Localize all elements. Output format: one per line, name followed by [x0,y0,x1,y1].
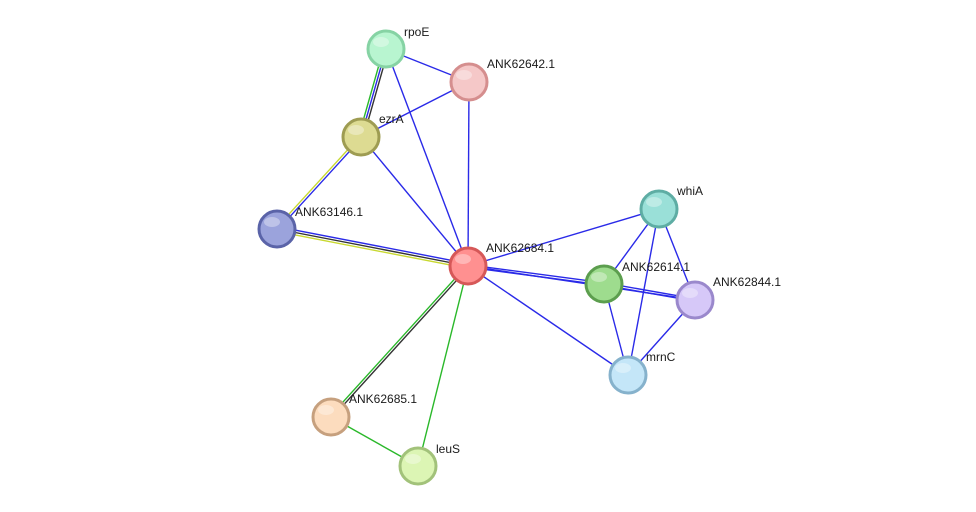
node-ank63146-1[interactable]: ANK63146.1 [257,205,363,249]
edge-rpoe-ank62684-1 [385,48,469,267]
node-ank62684-1[interactable]: ANK62684.1 [448,241,554,286]
node-label: ANK62642.1 [487,57,555,71]
node-highlight [455,254,471,264]
edge-ezra-ank62684-1 [360,136,469,267]
node-ank62685-1[interactable]: ANK62685.1 [311,392,417,437]
node-ank62642-1[interactable]: ANK62642.1 [449,57,555,102]
edge-line [360,136,469,267]
node-label: ezrA [379,112,404,126]
node-circle[interactable] [448,246,488,286]
node-highlight [348,125,364,135]
node-highlight [318,405,334,415]
node-highlight [456,70,472,80]
node-circle[interactable] [366,29,406,69]
node-highlight [615,363,631,373]
node-circle[interactable] [584,264,624,304]
node-circle[interactable] [639,189,679,229]
edge-ank63146-1-ank62684-1 [276,225,469,270]
node-highlight [682,288,698,298]
edge-line [360,81,470,138]
edge-line [276,230,468,270]
edge-line [277,137,363,231]
node-leus[interactable]: leuS [398,442,460,486]
edge-line [467,208,660,267]
edge-ank62684-1-ank62685-1 [329,264,470,419]
node-circle[interactable] [608,355,648,395]
edge-line [468,264,605,284]
node-circle[interactable] [257,209,297,249]
edge-line [467,81,470,267]
node-label: mrnC [646,350,676,364]
edge-ank62642-1-ezra [360,81,470,138]
edge-ank62684-1-whia [467,208,660,267]
edge-line [417,265,469,467]
edge-line [331,266,470,419]
node-ank62844-1[interactable]: ANK62844.1 [675,275,781,320]
node-circle[interactable] [449,62,489,102]
node-circle[interactable] [675,280,715,320]
edge-line [385,48,469,267]
node-label: ANK62614.1 [622,260,690,274]
node-highlight [405,454,421,464]
edge-line [329,264,468,417]
node-ank62614-1[interactable]: ANK62614.1 [584,260,690,304]
node-label: ANK62844.1 [713,275,781,289]
edge-line [277,225,469,265]
edge-ank62684-1-mrnc [467,265,629,376]
node-label: ANK63146.1 [295,205,363,219]
node-label: ANK62685.1 [349,392,417,406]
edge-ank62684-1-leus [417,265,469,467]
node-label: leuS [436,442,460,456]
node-highlight [373,37,389,47]
node-circle[interactable] [398,446,438,486]
node-circle[interactable] [311,397,351,437]
edge-line [276,228,469,267]
node-circle[interactable] [341,117,381,157]
node-rpoe[interactable]: rpoE [366,25,429,69]
edge-line [467,265,629,376]
node-highlight [264,217,280,227]
edge-ank62684-1-ank62614-1 [467,264,605,286]
node-label: rpoE [404,25,429,39]
node-highlight [591,272,607,282]
node-mrnc[interactable]: mrnC [608,350,676,395]
node-label: ANK62684.1 [486,241,554,255]
edge-ezra-ank63146-1 [275,135,363,231]
edge-ank62642-1-ank62684-1 [467,81,470,267]
node-highlight [646,197,662,207]
node-ezra[interactable]: ezrA [341,112,404,157]
edge-line [275,135,361,229]
node-label: whiA [676,184,703,198]
node-whia[interactable]: whiA [639,184,703,229]
